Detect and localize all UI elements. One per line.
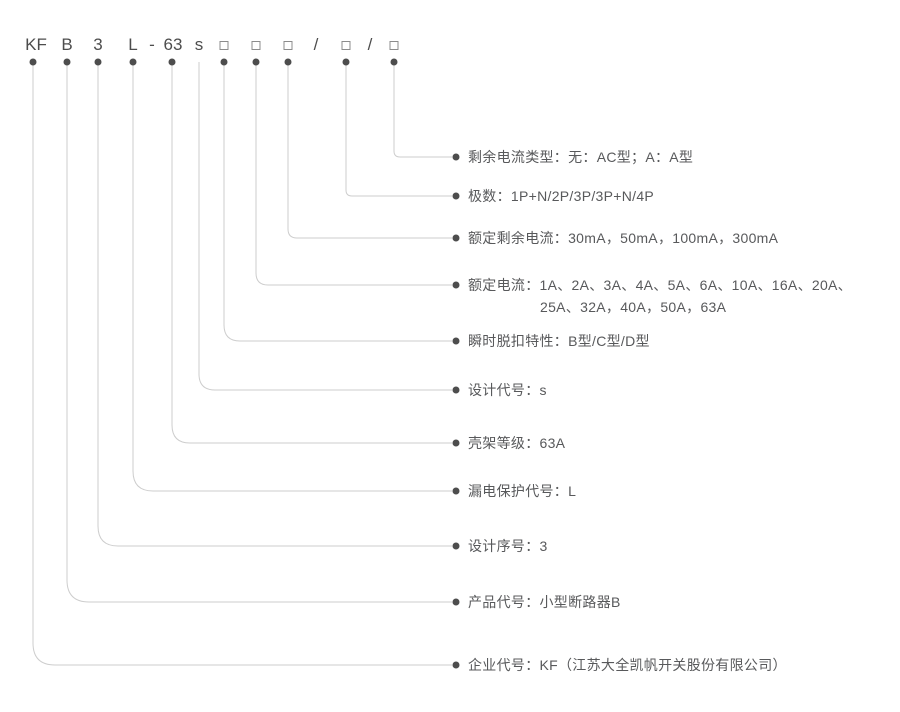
legend-label: 额定电流：1A、2A、3A、4A、5A、6A、10A、16A、20A、 bbox=[468, 277, 852, 293]
leader-line bbox=[287, 62, 452, 239]
placeholder-box bbox=[251, 41, 261, 50]
column-dot bbox=[252, 58, 260, 66]
legend-row: 额定剩余电流：30mA，50mA，100mA，300mA bbox=[468, 228, 778, 248]
legend-label: 设计代号：s bbox=[468, 382, 547, 398]
legend-row: 壳架等级：63A bbox=[468, 433, 565, 453]
legend-label: 额定剩余电流：30mA，50mA，100mA，300mA bbox=[468, 230, 779, 246]
legend-label: 壳架等级：63A bbox=[468, 435, 566, 451]
legend-label: 极数：1P+N/2P/3P/3P+N/4P bbox=[468, 188, 655, 204]
legend-label: 漏电保护代号：L bbox=[468, 483, 577, 499]
column-dot bbox=[94, 58, 102, 66]
column-dot bbox=[284, 58, 292, 66]
column-dot bbox=[168, 58, 176, 66]
row-bullet bbox=[452, 234, 460, 242]
code-token: 3 bbox=[93, 35, 103, 54]
row-bullet bbox=[452, 386, 460, 394]
column-dot bbox=[129, 58, 137, 66]
row-bullet bbox=[452, 153, 460, 161]
legend-row: 剩余电流类型：无：AC型；A：A型 bbox=[468, 147, 693, 167]
code-token: B bbox=[61, 35, 73, 54]
placeholder-box bbox=[219, 41, 229, 50]
legend-label: 瞬时脱扣特性：B型/C型/D型 bbox=[468, 333, 650, 349]
legend-label: 25A、32A，40A，50A，63A bbox=[540, 299, 727, 315]
row-bullet bbox=[452, 192, 460, 200]
code-separator: / bbox=[367, 35, 373, 54]
row-bullet bbox=[452, 598, 460, 606]
row-bullet bbox=[452, 487, 460, 495]
row-bullet bbox=[452, 281, 460, 289]
legend-row: 设计代号：s bbox=[468, 380, 547, 400]
code-token: 63 bbox=[163, 35, 183, 54]
legend-row: 额定电流：1A、2A、3A、4A、5A、6A、10A、16A、20A、 25A、3… bbox=[468, 274, 852, 318]
placeholder-box bbox=[341, 41, 351, 50]
row-bullet bbox=[452, 542, 460, 550]
column-dot bbox=[29, 58, 37, 66]
legend-row: 漏电保护代号：L bbox=[468, 481, 576, 501]
leader-line bbox=[393, 62, 452, 158]
row-bullet bbox=[452, 337, 460, 345]
row-bullet bbox=[452, 661, 460, 669]
legend-label: 产品代号：小型断路器B bbox=[468, 594, 621, 610]
code-separator: / bbox=[313, 35, 319, 54]
leader-line bbox=[132, 62, 452, 492]
row-bullet bbox=[452, 439, 460, 447]
column-dot bbox=[63, 58, 71, 66]
code-token: L bbox=[128, 35, 138, 54]
placeholder-box bbox=[283, 41, 293, 50]
legend-label: 设计序号：3 bbox=[468, 538, 548, 554]
code-token: s bbox=[194, 35, 204, 54]
leader-line bbox=[97, 62, 452, 547]
legend-label: 剩余电流类型：无：AC型；A：A型 bbox=[468, 149, 694, 165]
legend-row: 企业代号：KF（江苏大全凯帆开关股份有限公司） bbox=[468, 655, 787, 675]
leader-line bbox=[345, 62, 452, 197]
code-separator: - bbox=[149, 35, 155, 54]
legend-row: 瞬时脱扣特性：B型/C型/D型 bbox=[468, 331, 650, 351]
column-dot bbox=[390, 58, 398, 66]
legend-row: 极数：1P+N/2P/3P/3P+N/4P bbox=[468, 186, 654, 206]
code-token: KF bbox=[25, 35, 47, 54]
leader-line bbox=[223, 62, 452, 342]
leader-line bbox=[198, 62, 452, 391]
column-dot bbox=[220, 58, 228, 66]
leader-line bbox=[255, 62, 452, 286]
placeholder-box bbox=[389, 41, 399, 50]
legend-row: 产品代号：小型断路器B bbox=[468, 592, 621, 612]
leader-line bbox=[171, 62, 452, 444]
column-dot bbox=[342, 58, 350, 66]
leader-line bbox=[32, 62, 452, 666]
leader-line bbox=[66, 62, 452, 603]
legend-row: 设计序号：3 bbox=[468, 536, 548, 556]
legend-label: 企业代号：KF（江苏大全凯帆开关股份有限公司） bbox=[468, 657, 787, 673]
